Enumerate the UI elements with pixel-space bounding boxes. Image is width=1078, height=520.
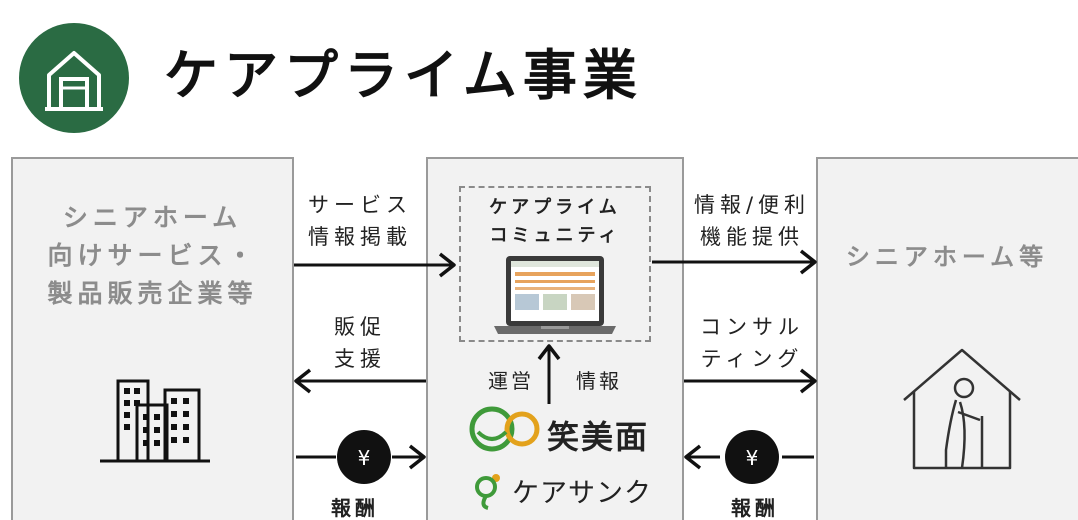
info-convenience-line-2: 機能提供 bbox=[700, 225, 804, 249]
emi-logo-icon bbox=[469, 406, 540, 452]
community-frame bbox=[459, 186, 651, 342]
senior-home-icon bbox=[903, 348, 1021, 470]
reward-left-flow bbox=[296, 444, 426, 470]
yen-icon-right: ¥ bbox=[725, 430, 779, 484]
svg-text:¥: ¥ bbox=[746, 446, 759, 470]
info-convenience-arrow bbox=[652, 249, 817, 275]
reward-right-flow bbox=[684, 444, 814, 470]
building-windows bbox=[124, 388, 189, 446]
emi-logo-text: 笑美面 bbox=[547, 418, 650, 456]
house-icon-badge bbox=[19, 23, 129, 133]
caresank-logo-icon bbox=[475, 474, 500, 510]
reward-right-label: 報酬 bbox=[731, 496, 779, 520]
promo-support-line-2: 支援 bbox=[334, 347, 386, 371]
yen-icon-left: ¥ bbox=[337, 430, 391, 484]
consulting-line-2: ティング bbox=[700, 347, 804, 371]
promo-support-line-1: 販促 bbox=[334, 315, 386, 339]
information-label: 情報 bbox=[576, 369, 622, 393]
reward-left-label: 報酬 bbox=[331, 496, 379, 520]
community-title-line-1: ケアプライム bbox=[489, 197, 621, 218]
left-panel-line-2: 向けサービス・ bbox=[47, 241, 258, 270]
left-panel-line-3: 製品販売企業等 bbox=[47, 279, 258, 308]
promo-support-arrow bbox=[294, 368, 426, 394]
info-convenience-line-1: 情報/便利 bbox=[693, 193, 811, 217]
page-title: ケアプライム事業 bbox=[164, 44, 643, 107]
consulting-line-1: コンサル bbox=[700, 315, 804, 339]
buildings-icon bbox=[100, 379, 210, 463]
service-info-arrow bbox=[294, 252, 456, 278]
right-panel-title: シニアホーム等 bbox=[845, 243, 1049, 271]
operation-info-arrow bbox=[537, 344, 561, 404]
laptop-icon bbox=[494, 256, 616, 334]
left-panel-line-1: シニアホーム bbox=[62, 203, 243, 232]
service-info-line-2: 情報掲載 bbox=[308, 225, 412, 249]
community-title-line-2: コミュニティ bbox=[489, 225, 621, 246]
operation-label: 運営 bbox=[488, 369, 534, 393]
consulting-arrow bbox=[684, 368, 817, 394]
svg-text:¥: ¥ bbox=[358, 446, 371, 470]
house-icon bbox=[45, 51, 103, 111]
service-info-line-1: サービス bbox=[308, 193, 412, 217]
center-panel bbox=[426, 157, 684, 520]
caresank-logo-text: ケアサンク bbox=[512, 478, 652, 509]
